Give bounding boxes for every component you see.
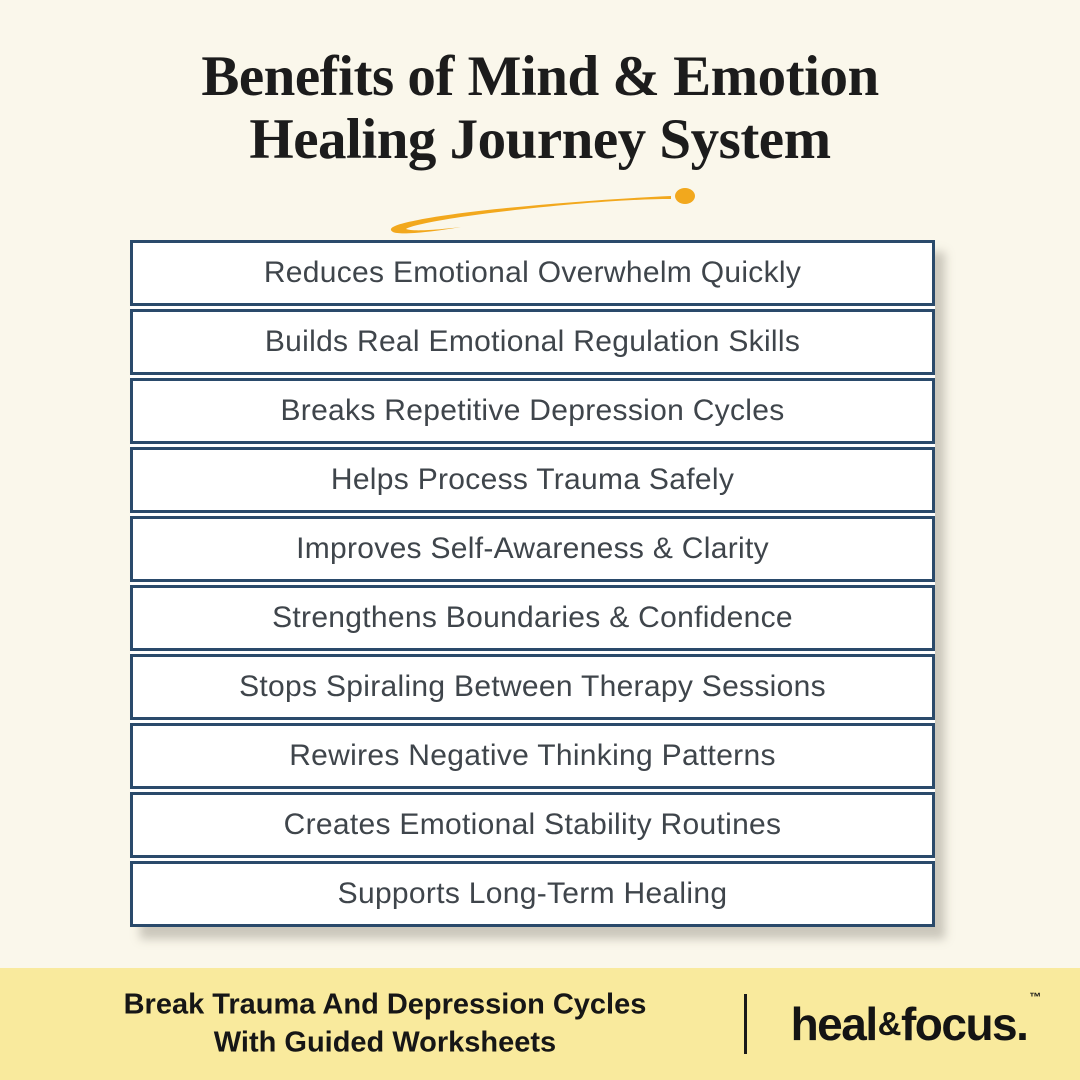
- brand-logo: heal&focus.™: [780, 968, 1052, 1080]
- benefit-row: Stops Spiraling Between Therapy Sessions: [130, 654, 935, 720]
- benefit-label: Strengthens Boundaries & Confidence: [272, 601, 793, 634]
- brand-trademark: ™: [1029, 990, 1042, 1004]
- benefit-row: Reduces Emotional Overwhelm Quickly: [130, 240, 935, 306]
- benefit-label: Supports Long-Term Healing: [337, 877, 728, 910]
- benefit-label: Helps Process Trauma Safely: [330, 463, 735, 496]
- benefit-row: Helps Process Trauma Safely: [130, 447, 935, 513]
- benefit-row: Improves Self-Awareness & Clarity: [130, 516, 935, 582]
- page-title: Benefits of Mind & Emotion Healing Journ…: [0, 45, 1080, 171]
- brand-ampersand: &: [877, 1005, 902, 1042]
- benefits-table: Reduces Emotional Overwhelm Quickly Buil…: [130, 240, 935, 927]
- brand-part2: focus.: [900, 998, 1029, 1050]
- page-title-line1: Benefits of Mind & Emotion: [201, 45, 879, 108]
- benefit-label: Stops Spiraling Between Therapy Sessions: [239, 670, 826, 703]
- footer-tagline-line1: Break Trauma And Depression Cycles: [123, 988, 647, 1021]
- footer-tagline: Break Trauma And Depression Cycles With …: [60, 986, 710, 1061]
- benefit-label: Builds Real Emotional Regulation Skills: [264, 325, 801, 358]
- benefit-row: Strengthens Boundaries & Confidence: [130, 585, 935, 651]
- benefit-label: Rewires Negative Thinking Patterns: [289, 739, 776, 772]
- swoosh-stroke: [390, 196, 671, 234]
- benefit-row: Rewires Negative Thinking Patterns: [130, 723, 935, 789]
- underline-swoosh-icon: [390, 188, 695, 234]
- benefit-label: Breaks Repetitive Depression Cycles: [280, 394, 785, 427]
- page-title-line2: Healing Journey System: [249, 107, 831, 171]
- benefit-row: Creates Emotional Stability Routines: [130, 792, 935, 858]
- swoosh-dot: [675, 188, 695, 204]
- footer-band: Break Trauma And Depression Cycles With …: [0, 968, 1080, 1080]
- benefit-label: Improves Self-Awareness & Clarity: [296, 532, 769, 565]
- benefit-row: Builds Real Emotional Regulation Skills: [130, 309, 935, 375]
- brand-part1: heal: [790, 998, 879, 1050]
- benefit-row: Breaks Repetitive Depression Cycles: [130, 378, 935, 444]
- footer-tagline-line2: With Guided Worksheets: [213, 1026, 557, 1058]
- benefit-row: Supports Long-Term Healing: [130, 861, 935, 927]
- benefit-label: Reduces Emotional Overwhelm Quickly: [263, 256, 802, 289]
- benefit-label: Creates Emotional Stability Routines: [283, 808, 782, 841]
- footer-divider: [744, 994, 747, 1054]
